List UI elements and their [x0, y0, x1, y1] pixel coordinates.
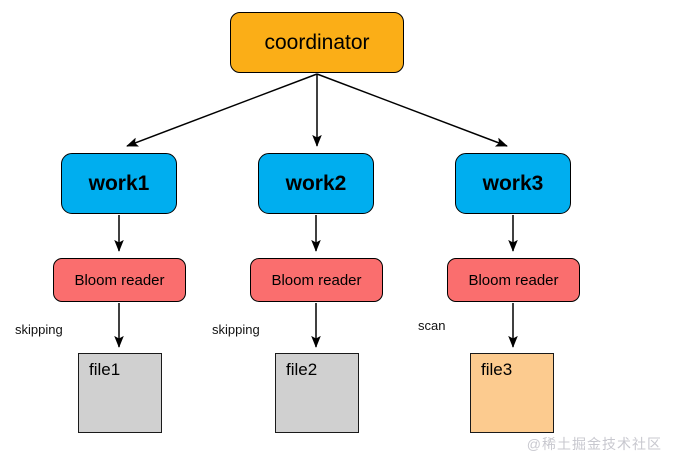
edge-label-skipping-1: skipping [15, 322, 63, 337]
node-file2[interactable]: file2 [275, 353, 359, 433]
node-file1[interactable]: file1 [78, 353, 162, 433]
edge-label-skipping-2: skipping [212, 322, 260, 337]
node-bloom-reader-3[interactable]: Bloom reader [447, 258, 580, 302]
edge-coordinator-to-work3 [316, 73, 508, 147]
node-work3[interactable]: work3 [455, 153, 571, 214]
node-work1[interactable]: work1 [61, 153, 177, 214]
node-bloom-reader-2[interactable]: Bloom reader [250, 258, 383, 302]
watermark: @稀土掘金技术社区 [526, 436, 662, 452]
node-bloom-reader-1[interactable]: Bloom reader [53, 258, 186, 302]
node-work2[interactable]: work2 [258, 153, 374, 214]
edge-label-scan: scan [418, 318, 446, 333]
edge-coordinator-to-work1 [126, 73, 318, 147]
node-file3[interactable]: file3 [470, 353, 554, 433]
node-coordinator[interactable]: coordinator [230, 12, 404, 73]
